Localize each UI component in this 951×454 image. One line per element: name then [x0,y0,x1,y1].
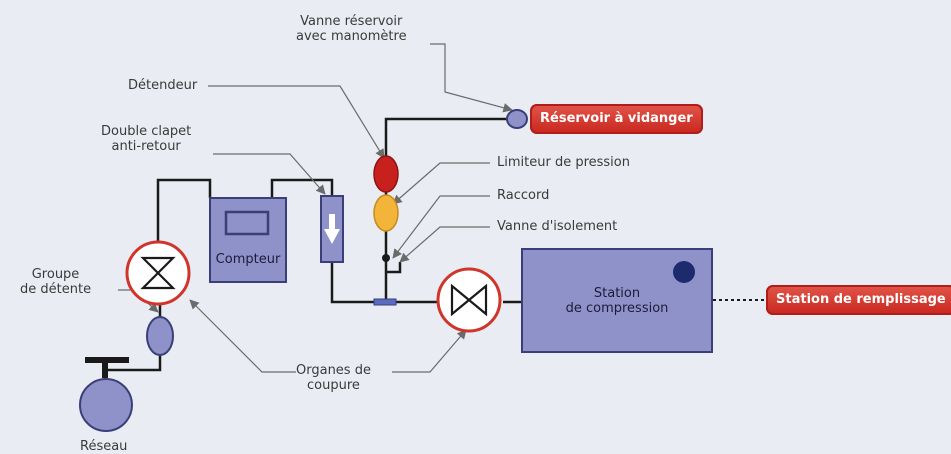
label-reseau: Réseau [80,439,128,454]
double-clapet-symbol [320,195,344,263]
station-remplissage-badge: Station de remplissage [766,285,951,315]
detendeur-symbol [373,155,399,193]
raccord-dot [382,254,390,262]
leader-detendeur [208,85,385,159]
pipe-meter-outlet [270,178,334,198]
compteur-label: Compteur [215,252,281,267]
label-detendeur: Détendeur [128,78,198,93]
leader-limiteur [392,162,490,205]
reservoir-a-vidanger-badge: Réservoir à vidanger [530,104,703,134]
label-limiteur: Limiteur de pression [497,155,630,170]
vanne-reservoir-symbol [506,109,528,129]
compteur-box [209,197,287,283]
pipe-connector [373,298,397,306]
leader-vanne-reservoir [430,43,513,113]
station-compression-box [521,248,713,353]
pipes [103,117,522,390]
leader-organes-2 [392,329,467,373]
leader-vanne-isolement [399,226,490,263]
pipe-isolation [386,262,402,274]
limiteur-symbol [373,194,399,232]
leader-double-clapet [213,153,326,195]
pipe-to-valve [330,262,437,304]
label-raccord: Raccord [497,188,550,203]
organe-coupure-left [125,240,191,306]
label-vanne-isolement: Vanne d'isolement [497,219,618,234]
pipe-riser [384,117,508,302]
leader-organes-1 [189,299,296,373]
groupe-detente-symbol [146,316,174,356]
reseau-symbol [79,357,133,432]
organe-coupure-right [436,267,502,333]
leader-lines [118,43,513,373]
pipe-meter-inlet [156,178,212,245]
leader-raccord [392,195,490,259]
